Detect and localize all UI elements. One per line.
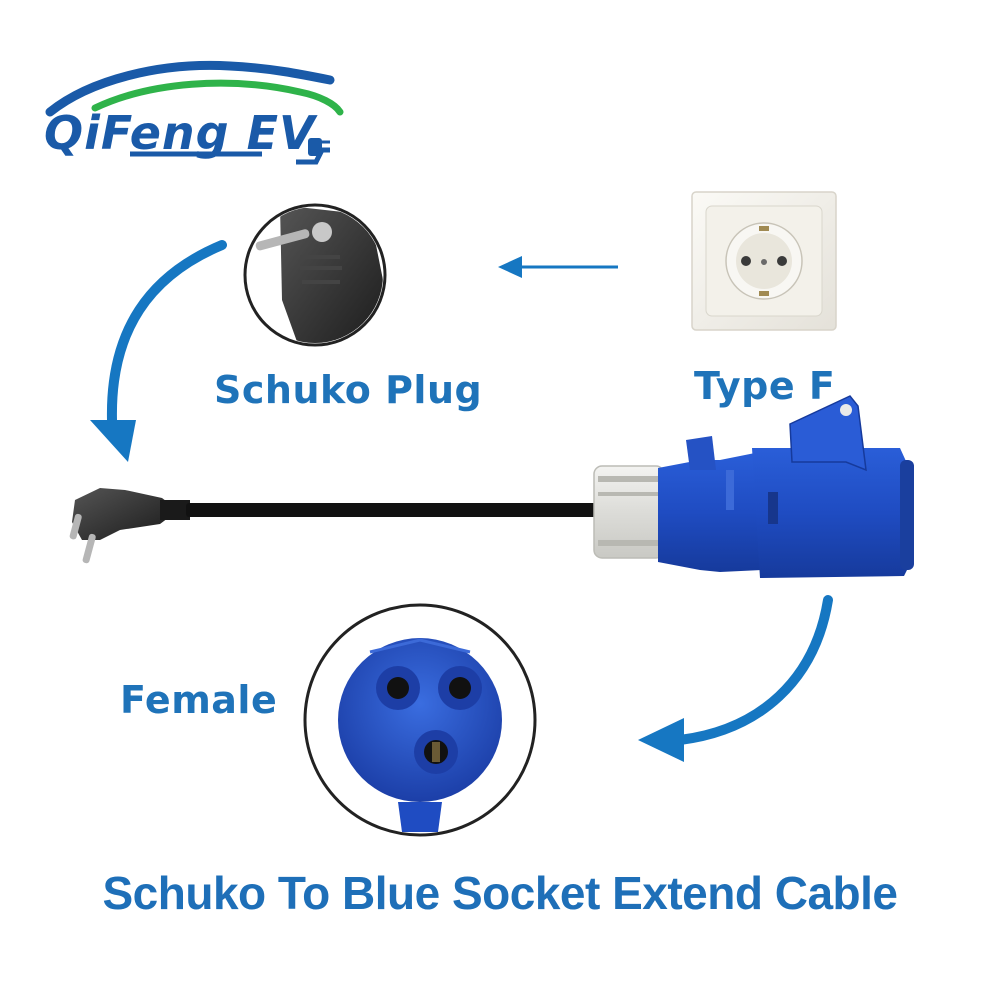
schuko-plug-closeup xyxy=(243,203,387,347)
car-swoosh-logo-icon xyxy=(45,60,344,165)
curved-arrow-down-icon xyxy=(90,240,227,462)
type-f-wall-outlet xyxy=(691,191,837,331)
female-socket-closeup xyxy=(303,603,537,837)
curved-arrow-left-icon xyxy=(638,595,833,762)
female-label: Female xyxy=(120,678,278,722)
arrow-left-icon xyxy=(498,256,618,278)
brand-logo-text: QiFeng EV xyxy=(44,106,316,160)
schuko-plug-label: Schuko Plug xyxy=(214,368,483,412)
white-cable-gland xyxy=(593,465,665,559)
type-f-label: Type F xyxy=(694,364,836,408)
product-title: Schuko To Blue Socket Extend Cable xyxy=(102,867,899,919)
blue-iec-socket xyxy=(658,395,914,578)
schuko-plug xyxy=(69,488,190,564)
black-cable xyxy=(186,503,602,517)
